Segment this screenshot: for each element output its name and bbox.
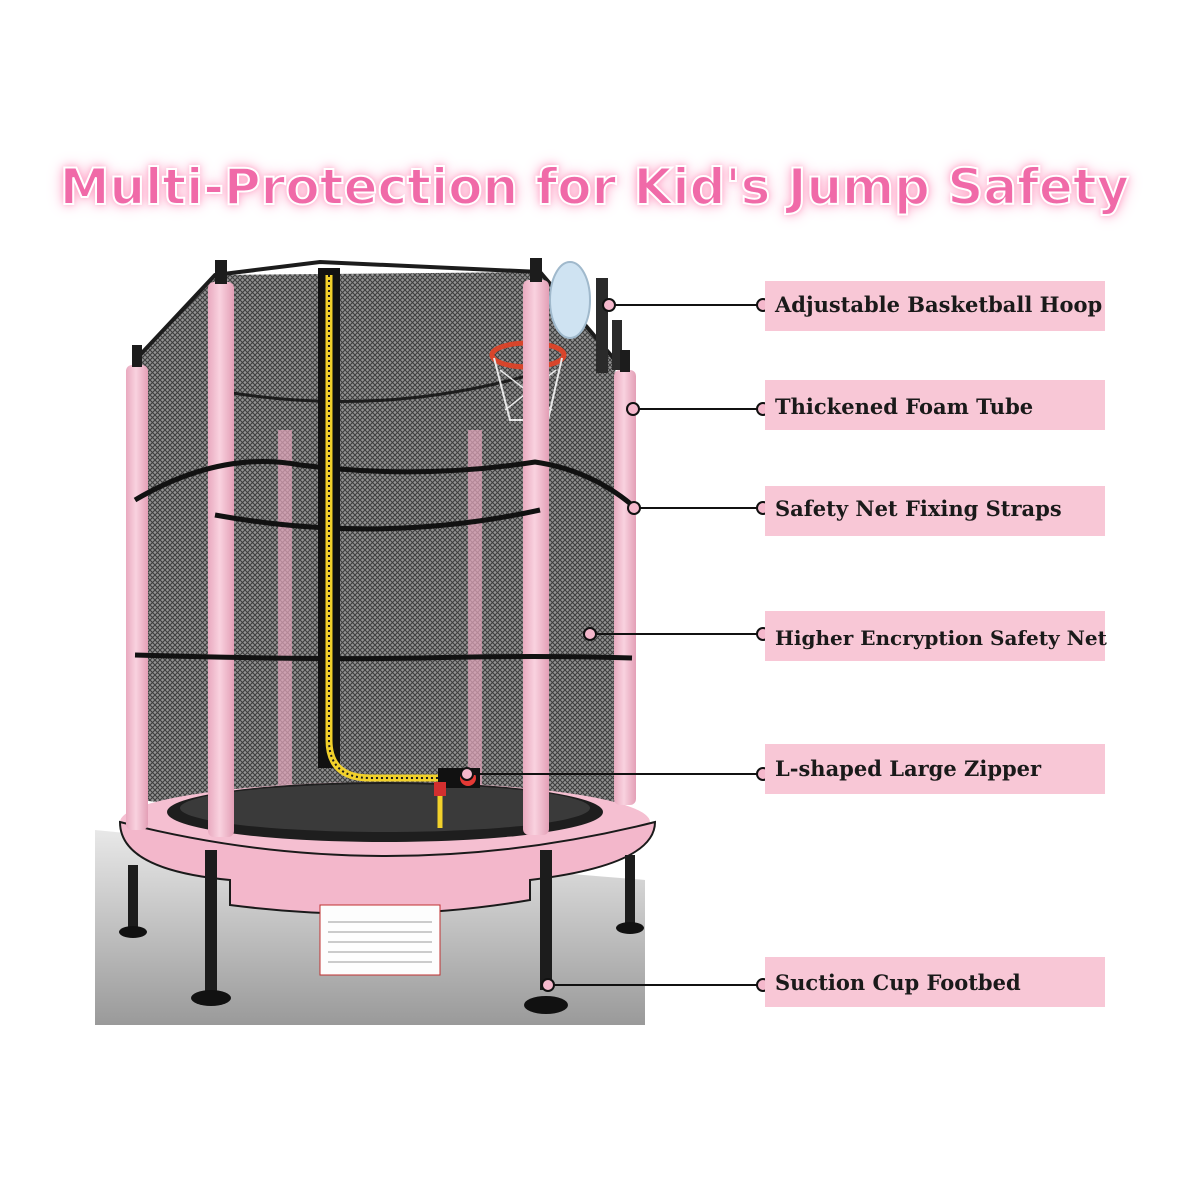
callout-label-safety-net: Higher Encryption Safety Net — [775, 626, 1107, 650]
foam-tubes — [126, 258, 636, 837]
callout-label-zipper: L-shaped Large Zipper — [775, 756, 1042, 781]
trampoline-frame — [118, 782, 657, 1014]
callout-box-footbed — [765, 957, 1105, 1007]
callout-box-fixing-straps — [765, 486, 1105, 536]
zipper — [318, 268, 480, 828]
safety-net-straps — [133, 459, 634, 662]
callout-label-fixing-straps: Safety Net Fixing Straps — [775, 496, 1062, 521]
callout-label-footbed: Suction Cup Footbed — [775, 970, 1021, 995]
callout-label-basketball-hoop: Adjustable Basketball Hoop — [775, 292, 1103, 317]
callout-lines — [467, 304, 763, 986]
basketball-hoop — [489, 261, 622, 421]
callout-box-safety-net — [765, 611, 1105, 661]
callout-box-basketball-hoop — [765, 281, 1105, 331]
callout-box-zipper — [765, 744, 1105, 794]
callout-label-foam-tube: Thickened Foam Tube — [775, 394, 1034, 419]
page-title: Multi-Protection for Kid's Jump Safety — [59, 157, 1131, 217]
callout-box-foam-tube — [765, 380, 1105, 430]
